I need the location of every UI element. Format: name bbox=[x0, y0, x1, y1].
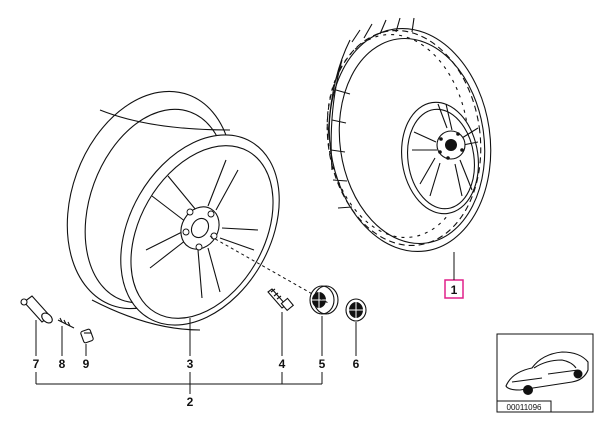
valve-cap[interactable] bbox=[80, 328, 94, 344]
wheel-emblem[interactable] bbox=[345, 298, 367, 322]
callout-2[interactable]: 2 bbox=[187, 395, 194, 409]
light-alloy-rim[interactable] bbox=[38, 68, 311, 353]
callout-9[interactable]: 9 bbox=[83, 357, 90, 371]
vehicle-location-inset: 00011096 bbox=[496, 333, 594, 413]
tire-valve[interactable] bbox=[20, 295, 54, 325]
wheel-bolt[interactable] bbox=[267, 288, 295, 312]
callout-8[interactable]: 8 bbox=[59, 357, 66, 371]
hub-cap[interactable] bbox=[309, 285, 339, 315]
inset-code: 00011096 bbox=[507, 403, 543, 412]
car-thumbnail bbox=[505, 351, 589, 391]
callout-4[interactable]: 4 bbox=[279, 357, 286, 371]
callout-5[interactable]: 5 bbox=[319, 357, 326, 371]
callout-6[interactable]: 6 bbox=[353, 357, 360, 371]
front-wheel-marker bbox=[523, 385, 533, 395]
callout-7[interactable]: 7 bbox=[33, 357, 40, 371]
callout-3[interactable]: 3 bbox=[187, 357, 194, 371]
valve-insert[interactable] bbox=[57, 317, 75, 329]
callout-1[interactable]: 1 bbox=[451, 283, 458, 297]
complete-wheel-with-tire[interactable] bbox=[314, 17, 505, 262]
rear-wheel-marker bbox=[573, 369, 583, 379]
